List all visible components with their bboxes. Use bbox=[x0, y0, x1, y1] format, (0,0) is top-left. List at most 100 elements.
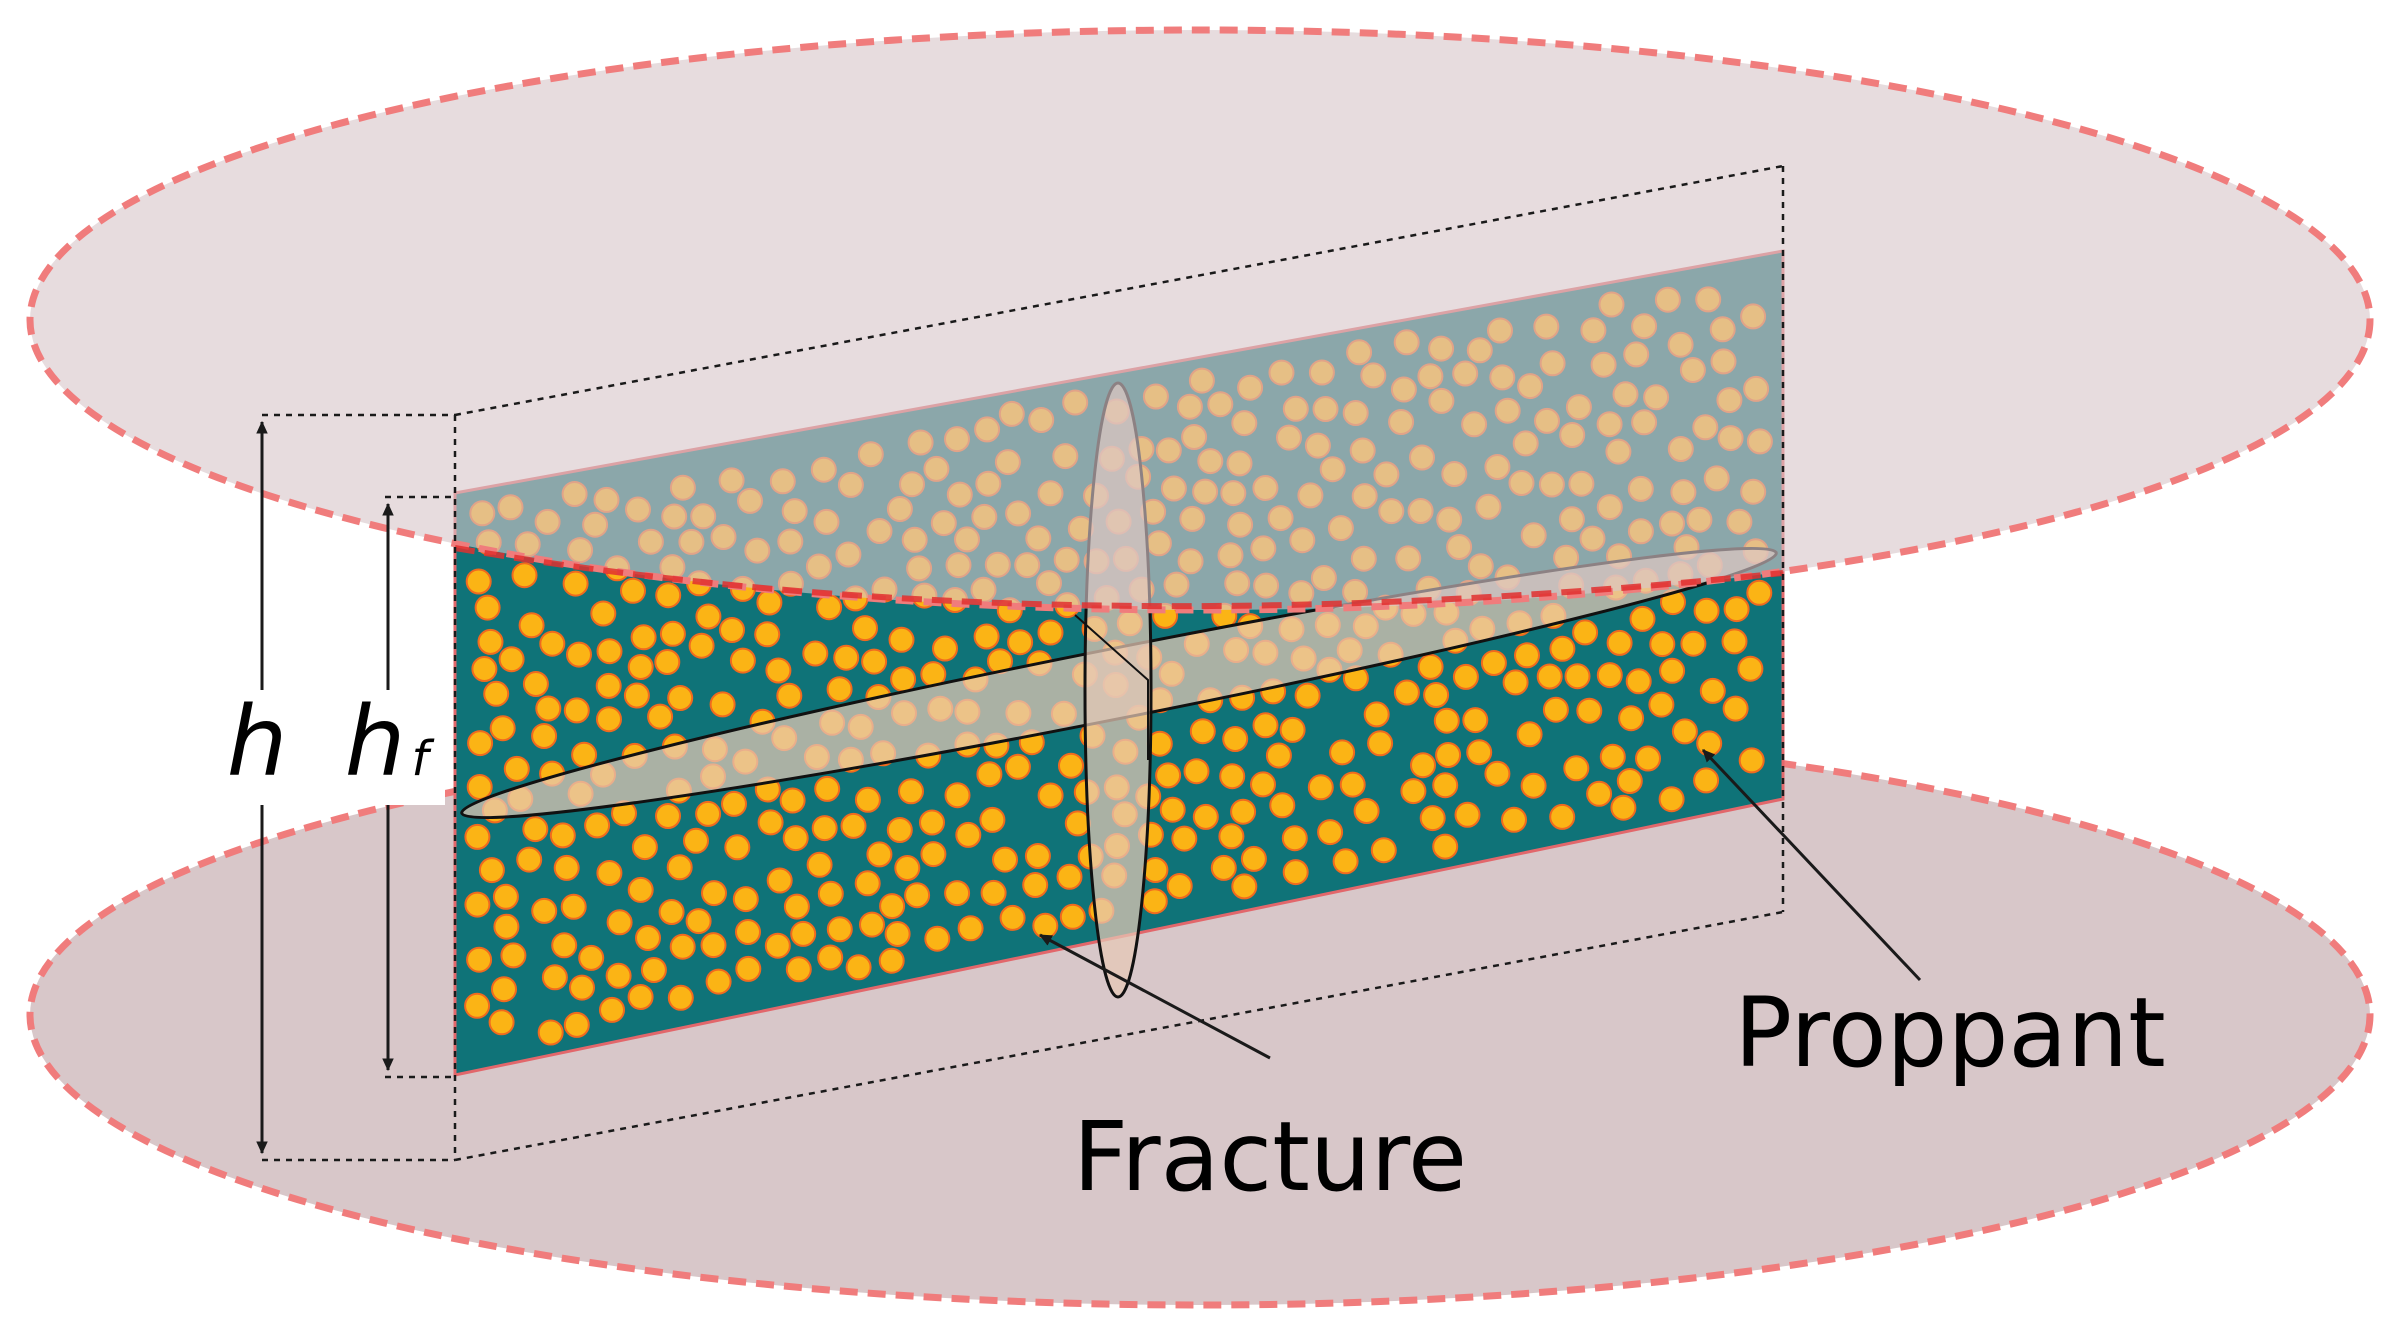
proppant-particle bbox=[477, 628, 504, 655]
label-proppant: Proppant bbox=[1734, 977, 2165, 1089]
proppant-particle bbox=[1516, 721, 1543, 748]
proppant-particle bbox=[596, 706, 622, 733]
proppant-particle bbox=[1659, 657, 1686, 684]
proppant-particle bbox=[1432, 772, 1459, 799]
proppant-particle bbox=[1501, 806, 1527, 833]
proppant-particle bbox=[483, 680, 510, 707]
proppant-particle bbox=[894, 855, 921, 881]
proppant-particle bbox=[695, 800, 722, 827]
proppant-particle bbox=[840, 812, 867, 839]
proppant-particle bbox=[518, 612, 545, 639]
proppant-particle bbox=[511, 562, 538, 589]
proppant-particle bbox=[1370, 837, 1397, 864]
proppant-particle bbox=[488, 1009, 515, 1036]
proppant-particle bbox=[1240, 845, 1267, 872]
proppant-particle bbox=[1189, 718, 1216, 745]
proppant-particle bbox=[631, 834, 658, 861]
proppant-particle bbox=[992, 846, 1018, 873]
proppant-particle bbox=[890, 666, 917, 693]
fracture-pointer-arrow bbox=[1038, 933, 1271, 1060]
proppant-particle bbox=[783, 893, 810, 920]
proppant-particle bbox=[498, 646, 525, 673]
proppant-particle bbox=[683, 827, 709, 854]
proppant-particle bbox=[1699, 677, 1726, 704]
proppant-particle bbox=[539, 630, 566, 657]
proppant-particle bbox=[1294, 682, 1321, 709]
proppant-particle bbox=[932, 635, 958, 662]
proppant-particle bbox=[859, 911, 885, 938]
label-hf: h bbox=[345, 686, 406, 798]
proppant-particle bbox=[724, 834, 751, 861]
proppant-particle bbox=[888, 626, 915, 653]
proppant-particle bbox=[464, 992, 491, 1019]
proppant-particle bbox=[1680, 630, 1707, 657]
proppant-particle bbox=[590, 600, 617, 627]
proppant-particle bbox=[1514, 642, 1540, 669]
proppant-particle bbox=[1563, 755, 1590, 782]
proppant-particle bbox=[627, 654, 654, 680]
proppant-particle bbox=[1183, 758, 1210, 785]
proppant-particle bbox=[467, 730, 494, 757]
proppant-particle bbox=[1435, 742, 1462, 768]
proppant-particle bbox=[732, 886, 759, 913]
proppant-particle bbox=[1738, 747, 1765, 774]
proppant-particle bbox=[1032, 912, 1059, 939]
proppant-particle bbox=[1746, 579, 1773, 606]
proppant-particle bbox=[563, 697, 590, 724]
proppant-particle bbox=[465, 568, 492, 595]
proppant-particle bbox=[854, 786, 881, 813]
proppant-particle bbox=[721, 790, 747, 817]
proppant-particle bbox=[833, 644, 860, 671]
proppant-particle bbox=[596, 860, 623, 886]
proppant-particle bbox=[1024, 843, 1051, 869]
proppant-particle bbox=[765, 657, 792, 684]
proppant-particle bbox=[1433, 707, 1460, 734]
proppant-particle bbox=[1629, 605, 1656, 632]
proppant-particle bbox=[1056, 863, 1083, 890]
proppant-particle bbox=[659, 620, 686, 647]
top-layer-ellipse bbox=[26, 26, 2374, 614]
proppant-particle bbox=[685, 908, 712, 935]
proppant-particle bbox=[944, 880, 971, 907]
proppant-particle bbox=[1419, 805, 1446, 832]
proppant-particle bbox=[1265, 742, 1292, 769]
proppant-particle bbox=[1022, 872, 1049, 898]
proppant-particle bbox=[886, 817, 913, 843]
proppant-particle bbox=[640, 957, 667, 983]
proppant-particle bbox=[814, 775, 841, 802]
proppant-particle bbox=[531, 723, 558, 749]
proppant-particle bbox=[1693, 597, 1720, 624]
proppant-particle bbox=[976, 761, 1003, 788]
proppant-particle bbox=[701, 880, 727, 907]
proppant-particle bbox=[522, 671, 549, 697]
proppant-particle bbox=[1586, 780, 1613, 807]
proppant-particle bbox=[1192, 803, 1219, 830]
proppant-particle bbox=[764, 932, 791, 959]
proppant-particle bbox=[605, 962, 632, 989]
proppant-particle bbox=[1606, 629, 1633, 656]
proppant-particle bbox=[553, 854, 580, 881]
proppant-particle bbox=[1037, 782, 1064, 809]
proppant-particle bbox=[466, 946, 493, 973]
proppant-particle bbox=[861, 648, 888, 675]
proppant-particle bbox=[1658, 786, 1685, 813]
proppant-particle bbox=[1367, 730, 1394, 757]
proppant-particle bbox=[700, 932, 727, 959]
proppant-particle bbox=[630, 624, 657, 651]
proppant-particle bbox=[1542, 696, 1569, 723]
proppant-particle bbox=[1564, 663, 1591, 690]
proppant-particle bbox=[1723, 596, 1750, 623]
proppant-particle bbox=[816, 594, 843, 621]
proppant-particle bbox=[647, 703, 674, 730]
proppant-particle bbox=[1649, 631, 1676, 658]
proppant-particle bbox=[474, 594, 501, 621]
proppant-particle bbox=[979, 806, 1006, 833]
proppant-particle bbox=[500, 942, 527, 969]
proppant-particle bbox=[1693, 767, 1720, 794]
proppant-particle bbox=[466, 774, 493, 800]
proppant-particle bbox=[802, 640, 829, 667]
proppant-particle bbox=[1721, 628, 1748, 655]
proppant-particle bbox=[884, 921, 911, 947]
proppant-particle bbox=[790, 920, 817, 947]
proppant-particle bbox=[1058, 752, 1084, 779]
